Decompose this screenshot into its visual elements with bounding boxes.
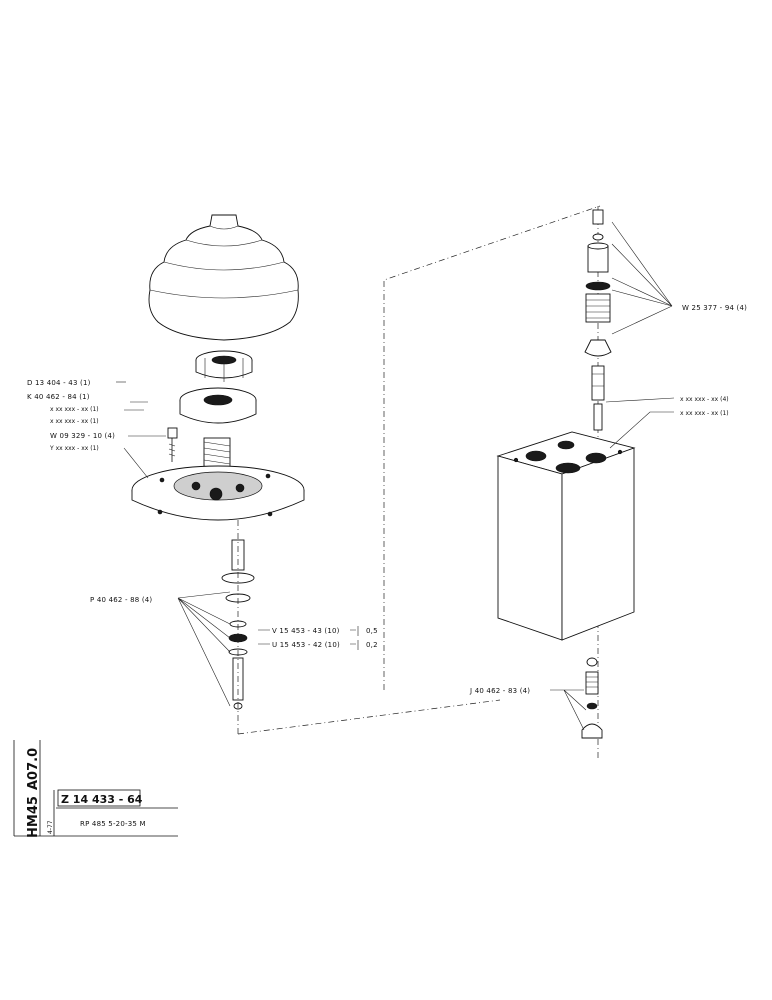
label-w09: W 09 329 - 10 (4) bbox=[50, 432, 115, 440]
left-assembly bbox=[131, 214, 305, 736]
label-xa: x xx xxx - xx (4) bbox=[680, 396, 729, 403]
drawing-subtitle: RP 485 5-20-35 M bbox=[80, 820, 146, 828]
valve-block bbox=[496, 431, 636, 641]
drawing-number: Z 14 433 - 64 bbox=[61, 793, 143, 806]
label-j: J 40 462 - 83 (4) bbox=[469, 687, 530, 695]
leader-lines bbox=[116, 221, 675, 731]
right-assembly bbox=[496, 206, 636, 760]
hex-nut bbox=[195, 350, 253, 382]
label-d: D 13 404 - 43 (1) bbox=[27, 379, 91, 387]
base-plate bbox=[131, 465, 305, 521]
collar bbox=[179, 387, 257, 424]
label-v-value: 0,5 bbox=[366, 627, 378, 635]
upper-valve-parts bbox=[584, 209, 612, 431]
connection-line bbox=[237, 205, 601, 735]
label-p: P 40 462 - 88 (4) bbox=[90, 596, 152, 604]
label-xb: x xx xxx - xx (1) bbox=[680, 410, 729, 417]
left-labels: D 13 404 - 43 (1) K 40 462 - 84 (1) x xx… bbox=[27, 379, 378, 650]
label-y: Y xx xxx - xx (1) bbox=[49, 445, 99, 452]
model-code: HM45 bbox=[26, 796, 41, 838]
label-u: U 15 453 - 42 (10) bbox=[272, 641, 340, 649]
label-u-value: 0,2 bbox=[366, 641, 378, 649]
rubber-bellows bbox=[148, 214, 299, 341]
title-block: HM45 A07.0 4-77 Z 14 433 - 64 RP 485 5-2… bbox=[13, 740, 178, 838]
section-code: A07.0 bbox=[26, 748, 41, 790]
right-labels: W 25 377 - 94 (4) x xx xxx - xx (4) x xx… bbox=[469, 304, 747, 695]
label-k: K 40 462 - 84 (1) bbox=[27, 393, 90, 401]
lower-valve-parts bbox=[581, 657, 603, 739]
label-v: V 15 453 - 43 (10) bbox=[272, 627, 340, 635]
label-x2: x xx xxx - xx (1) bbox=[50, 418, 99, 425]
screw bbox=[167, 427, 178, 462]
label-w25: W 25 377 - 94 (4) bbox=[682, 304, 747, 312]
label-x1: x xx xxx - xx (1) bbox=[50, 406, 99, 413]
revision-date: 4-77 bbox=[47, 820, 54, 834]
